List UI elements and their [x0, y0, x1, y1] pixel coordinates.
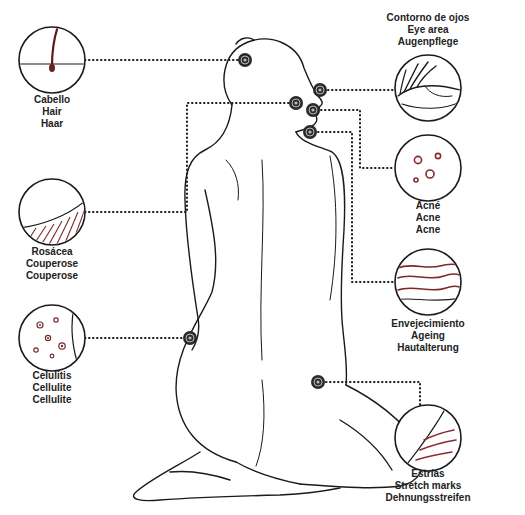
icon-node: EstríasStretch marksDehnungsstreifen — [363, 403, 493, 506]
node-label: Stretch marks — [363, 480, 493, 492]
label-group: RosáceaCouperoseCouperose — [0, 246, 117, 282]
node-label: Rosácea — [0, 246, 117, 258]
node-label: Haar — [0, 118, 117, 130]
node-label: Acne — [363, 224, 493, 236]
node-label: Dehnungsstreifen — [363, 492, 493, 504]
node-label: Couperose — [0, 270, 117, 282]
node-label: Eye area — [363, 24, 493, 36]
label-group: EstríasStretch marksDehnungsstreifen — [363, 468, 493, 504]
icon-circle — [395, 135, 461, 201]
label-group: CelulitisCelluliteCellulite — [0, 370, 117, 406]
label-group: Contorno de ojosEye areaAugenpflege — [363, 12, 493, 48]
icon-circle — [19, 305, 85, 371]
node-label: Acné — [363, 200, 493, 212]
icon-circle — [395, 55, 461, 121]
node-label: Augenpflege — [363, 36, 493, 48]
icon-node: AcnéAcneAcne — [363, 133, 493, 238]
icon-circle — [19, 27, 85, 93]
node-label: Envejecimiento — [363, 318, 493, 330]
node-label: Cabello — [0, 94, 117, 106]
label-group: EnvejecimientoAgeingHautalterung — [363, 318, 493, 354]
node-label: Estrías — [363, 468, 493, 480]
node-label: Ageing — [363, 330, 493, 342]
node-label: Hautalterung — [363, 342, 493, 354]
node-label: Couperose — [0, 258, 117, 270]
node-label: Acne — [363, 212, 493, 224]
icon-circle — [395, 405, 461, 471]
icon-node: EnvejecimientoAgeingHautalterung — [363, 247, 493, 356]
icon-node: CabelloHairHaar — [0, 25, 117, 132]
icon-node: Contorno de ojosEye areaAugenpflege — [363, 10, 493, 123]
label-group: CabelloHairHaar — [0, 94, 117, 130]
icon-circle — [395, 249, 461, 315]
icon-circle — [19, 179, 85, 245]
node-label: Celulitis — [0, 370, 117, 382]
node-label: Cellulite — [0, 394, 117, 406]
node-label: Contorno de ojos — [363, 12, 493, 24]
label-group: AcnéAcneAcne — [363, 200, 493, 236]
node-label: Cellulite — [0, 382, 117, 394]
node-label: Hair — [0, 106, 117, 118]
